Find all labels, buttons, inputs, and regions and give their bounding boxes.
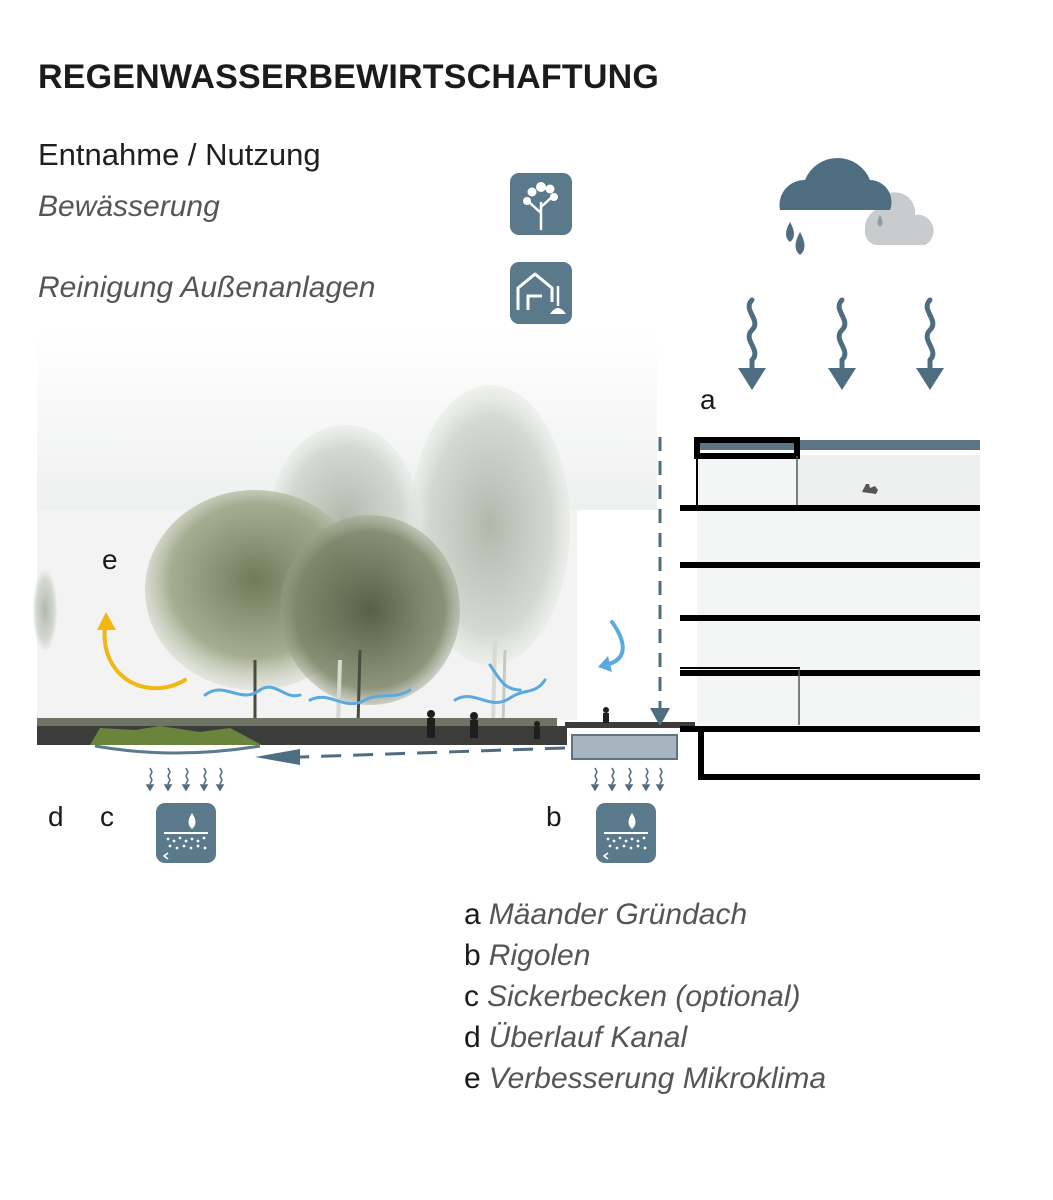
building-section: [680, 437, 980, 780]
use-label-irrigation: Bewässerung: [38, 190, 220, 223]
legend-key: d: [464, 1021, 481, 1054]
subtitle: Entnahme / Nutzung: [38, 137, 321, 172]
legend-text: Mäander Gründach: [488, 898, 748, 931]
legend-key: e: [464, 1062, 481, 1095]
legend-key: c: [464, 980, 479, 1013]
overflow-line: [299, 746, 566, 759]
trees: [33, 385, 570, 726]
marker-b: b: [546, 801, 562, 832]
infiltration-basin-icon-c: [156, 803, 216, 863]
infiltration-arrows-c: [145, 767, 225, 792]
cool-air-arrow: [598, 620, 625, 672]
rain-arrow-heads: [738, 368, 944, 390]
infiltration-basin-icon-b: [596, 803, 656, 863]
plant-icon: [510, 173, 572, 235]
use-label-cleaning: Reinigung Außenanlagen: [38, 271, 376, 304]
legend-text: Rigolen: [488, 939, 591, 972]
rain-arrows: [746, 297, 936, 373]
marker-a: a: [700, 384, 716, 415]
people-silhouettes: [427, 707, 609, 739]
legend-text: Verbesserung Mikroklima: [488, 1062, 827, 1095]
airflow-lines: [203, 663, 547, 706]
downpipe-arrow: [650, 708, 670, 726]
page-title: REGENWASSERBEWIRTSCHAFTUNG: [38, 58, 659, 96]
overflow-arrow-head: [255, 749, 300, 765]
rain-cloud-icon: [779, 157, 934, 255]
marker-d: d: [48, 801, 64, 832]
legend-text: Überlauf Kanal: [488, 1021, 688, 1054]
legend-key: a: [464, 898, 481, 931]
legend-text: Sickerbecken (optional): [487, 980, 801, 1013]
house-cleaning-icon: [510, 262, 572, 324]
legend-key: b: [464, 939, 481, 972]
rigole-tank: [571, 734, 678, 760]
marker-e: e: [102, 544, 118, 575]
marker-c: c: [100, 801, 114, 832]
warm-air-arrow: [97, 612, 187, 691]
infiltration-arrows-b: [590, 767, 665, 792]
